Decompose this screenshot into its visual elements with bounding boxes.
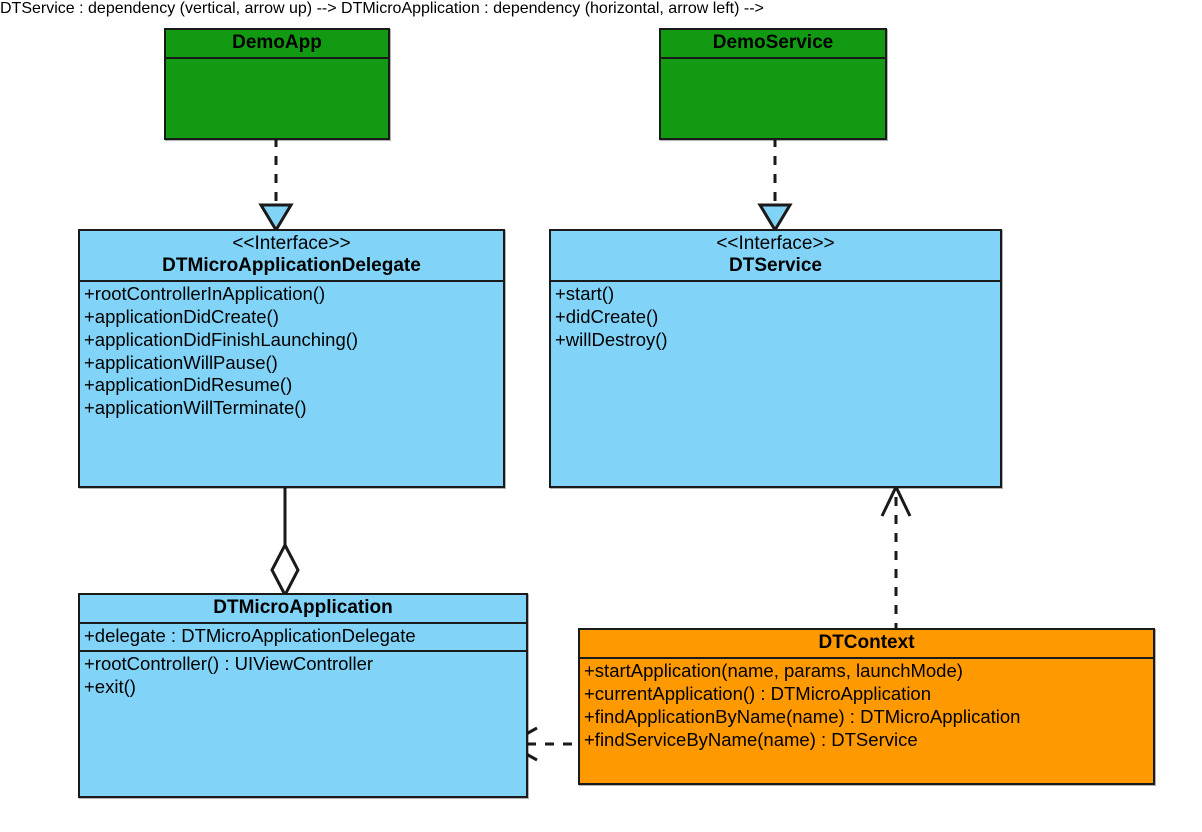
- class-attributes-dt-micro-application: +delegate : DTMicroApplicationDelegate: [80, 624, 526, 650]
- operation-item: +findApplicationByName(name) : DTMicroAp…: [584, 705, 1021, 727]
- class-box-dt-context[interactable]: DTContext +startApplication(name, params…: [578, 628, 1155, 785]
- operation-item: +willDestroy(): [555, 328, 668, 350]
- operation-item: +currentApplication() : DTMicroApplicati…: [584, 682, 932, 704]
- operation-item: +applicationDidFinishLaunching(): [84, 328, 359, 350]
- class-name-label: DTMicroApplication: [213, 597, 393, 618]
- class-name-label: DTService: [729, 255, 822, 277]
- stereotype-label: <<Interface>>: [716, 233, 835, 254]
- class-operations-dt-micro-application-delegate: +rootControllerInApplication() +applicat…: [80, 282, 503, 486]
- class-name-label: DTContext: [818, 632, 915, 653]
- connector-realization-demoapp-to-delegate: [236, 138, 326, 233]
- connector-dependency-dtcontext-to-dtservice: [865, 483, 935, 632]
- operation-item: +rootControllerInApplication(): [84, 283, 326, 305]
- hollow-triangle-arrowhead-icon: [757, 203, 793, 233]
- class-name-label: DTMicroApplicationDelegate: [162, 255, 421, 277]
- class-title-demo-service: DemoService: [661, 30, 885, 60]
- class-operations-dt-context: +startApplication(name, params, launchMo…: [580, 659, 1153, 783]
- class-title-dt-micro-application: DTMicroApplication: [80, 595, 526, 625]
- operation-item: +findServiceByName(name) : DTService: [584, 728, 918, 750]
- operation-item: +applicationDidCreate(): [84, 305, 279, 327]
- class-members-demo-service: [661, 59, 885, 138]
- connector-realization-demoservice-to-dtservice: [735, 138, 825, 233]
- stereotype-label: <<Interface>>: [232, 233, 351, 254]
- attribute-item: +delegate : DTMicroApplicationDelegate: [84, 625, 416, 647]
- operation-item: +applicationWillPause(): [84, 351, 278, 373]
- operation-item: +startApplication(name, params, launchMo…: [584, 660, 963, 682]
- class-title-dt-service: <<Interface>> DTService: [551, 231, 1000, 283]
- operation-item: +rootController() : UIViewController: [84, 652, 374, 674]
- connector-aggregation-delegate-to-microapplication: [250, 485, 320, 599]
- class-box-dt-micro-application-delegate[interactable]: <<Interface>> DTMicroApplicationDelegate…: [78, 229, 505, 488]
- class-box-dt-service[interactable]: <<Interface>> DTService +start() +didCre…: [549, 229, 1002, 488]
- class-operations-dt-micro-application: +rootController() : UIViewController +ex…: [80, 649, 526, 796]
- class-box-demo-app[interactable]: DemoApp: [164, 28, 390, 140]
- operation-item: +didCreate(): [555, 305, 659, 327]
- class-name-label: DemoApp: [232, 32, 322, 53]
- class-box-dt-micro-application[interactable]: DTMicroApplication +delegate : DTMicroAp…: [78, 593, 528, 798]
- operation-item: +start(): [555, 283, 615, 305]
- class-title-demo-app: DemoApp: [166, 30, 388, 60]
- hollow-diamond-arrowhead-icon: [270, 541, 300, 599]
- class-title-dt-micro-application-delegate: <<Interface>> DTMicroApplicationDelegate: [80, 231, 503, 283]
- class-box-demo-service[interactable]: DemoService: [659, 28, 887, 140]
- operation-item: +applicationWillTerminate(): [84, 397, 307, 419]
- class-name-label: DemoService: [712, 32, 834, 53]
- operation-item: +exit(): [84, 675, 136, 697]
- class-members-demo-app: [166, 59, 388, 138]
- operation-item: +applicationDidResume(): [84, 374, 293, 396]
- class-operations-dt-service: +start() +didCreate() +willDestroy(): [551, 282, 1000, 486]
- class-title-dt-context: DTContext: [580, 630, 1153, 660]
- hollow-triangle-arrowhead-icon: [258, 203, 294, 233]
